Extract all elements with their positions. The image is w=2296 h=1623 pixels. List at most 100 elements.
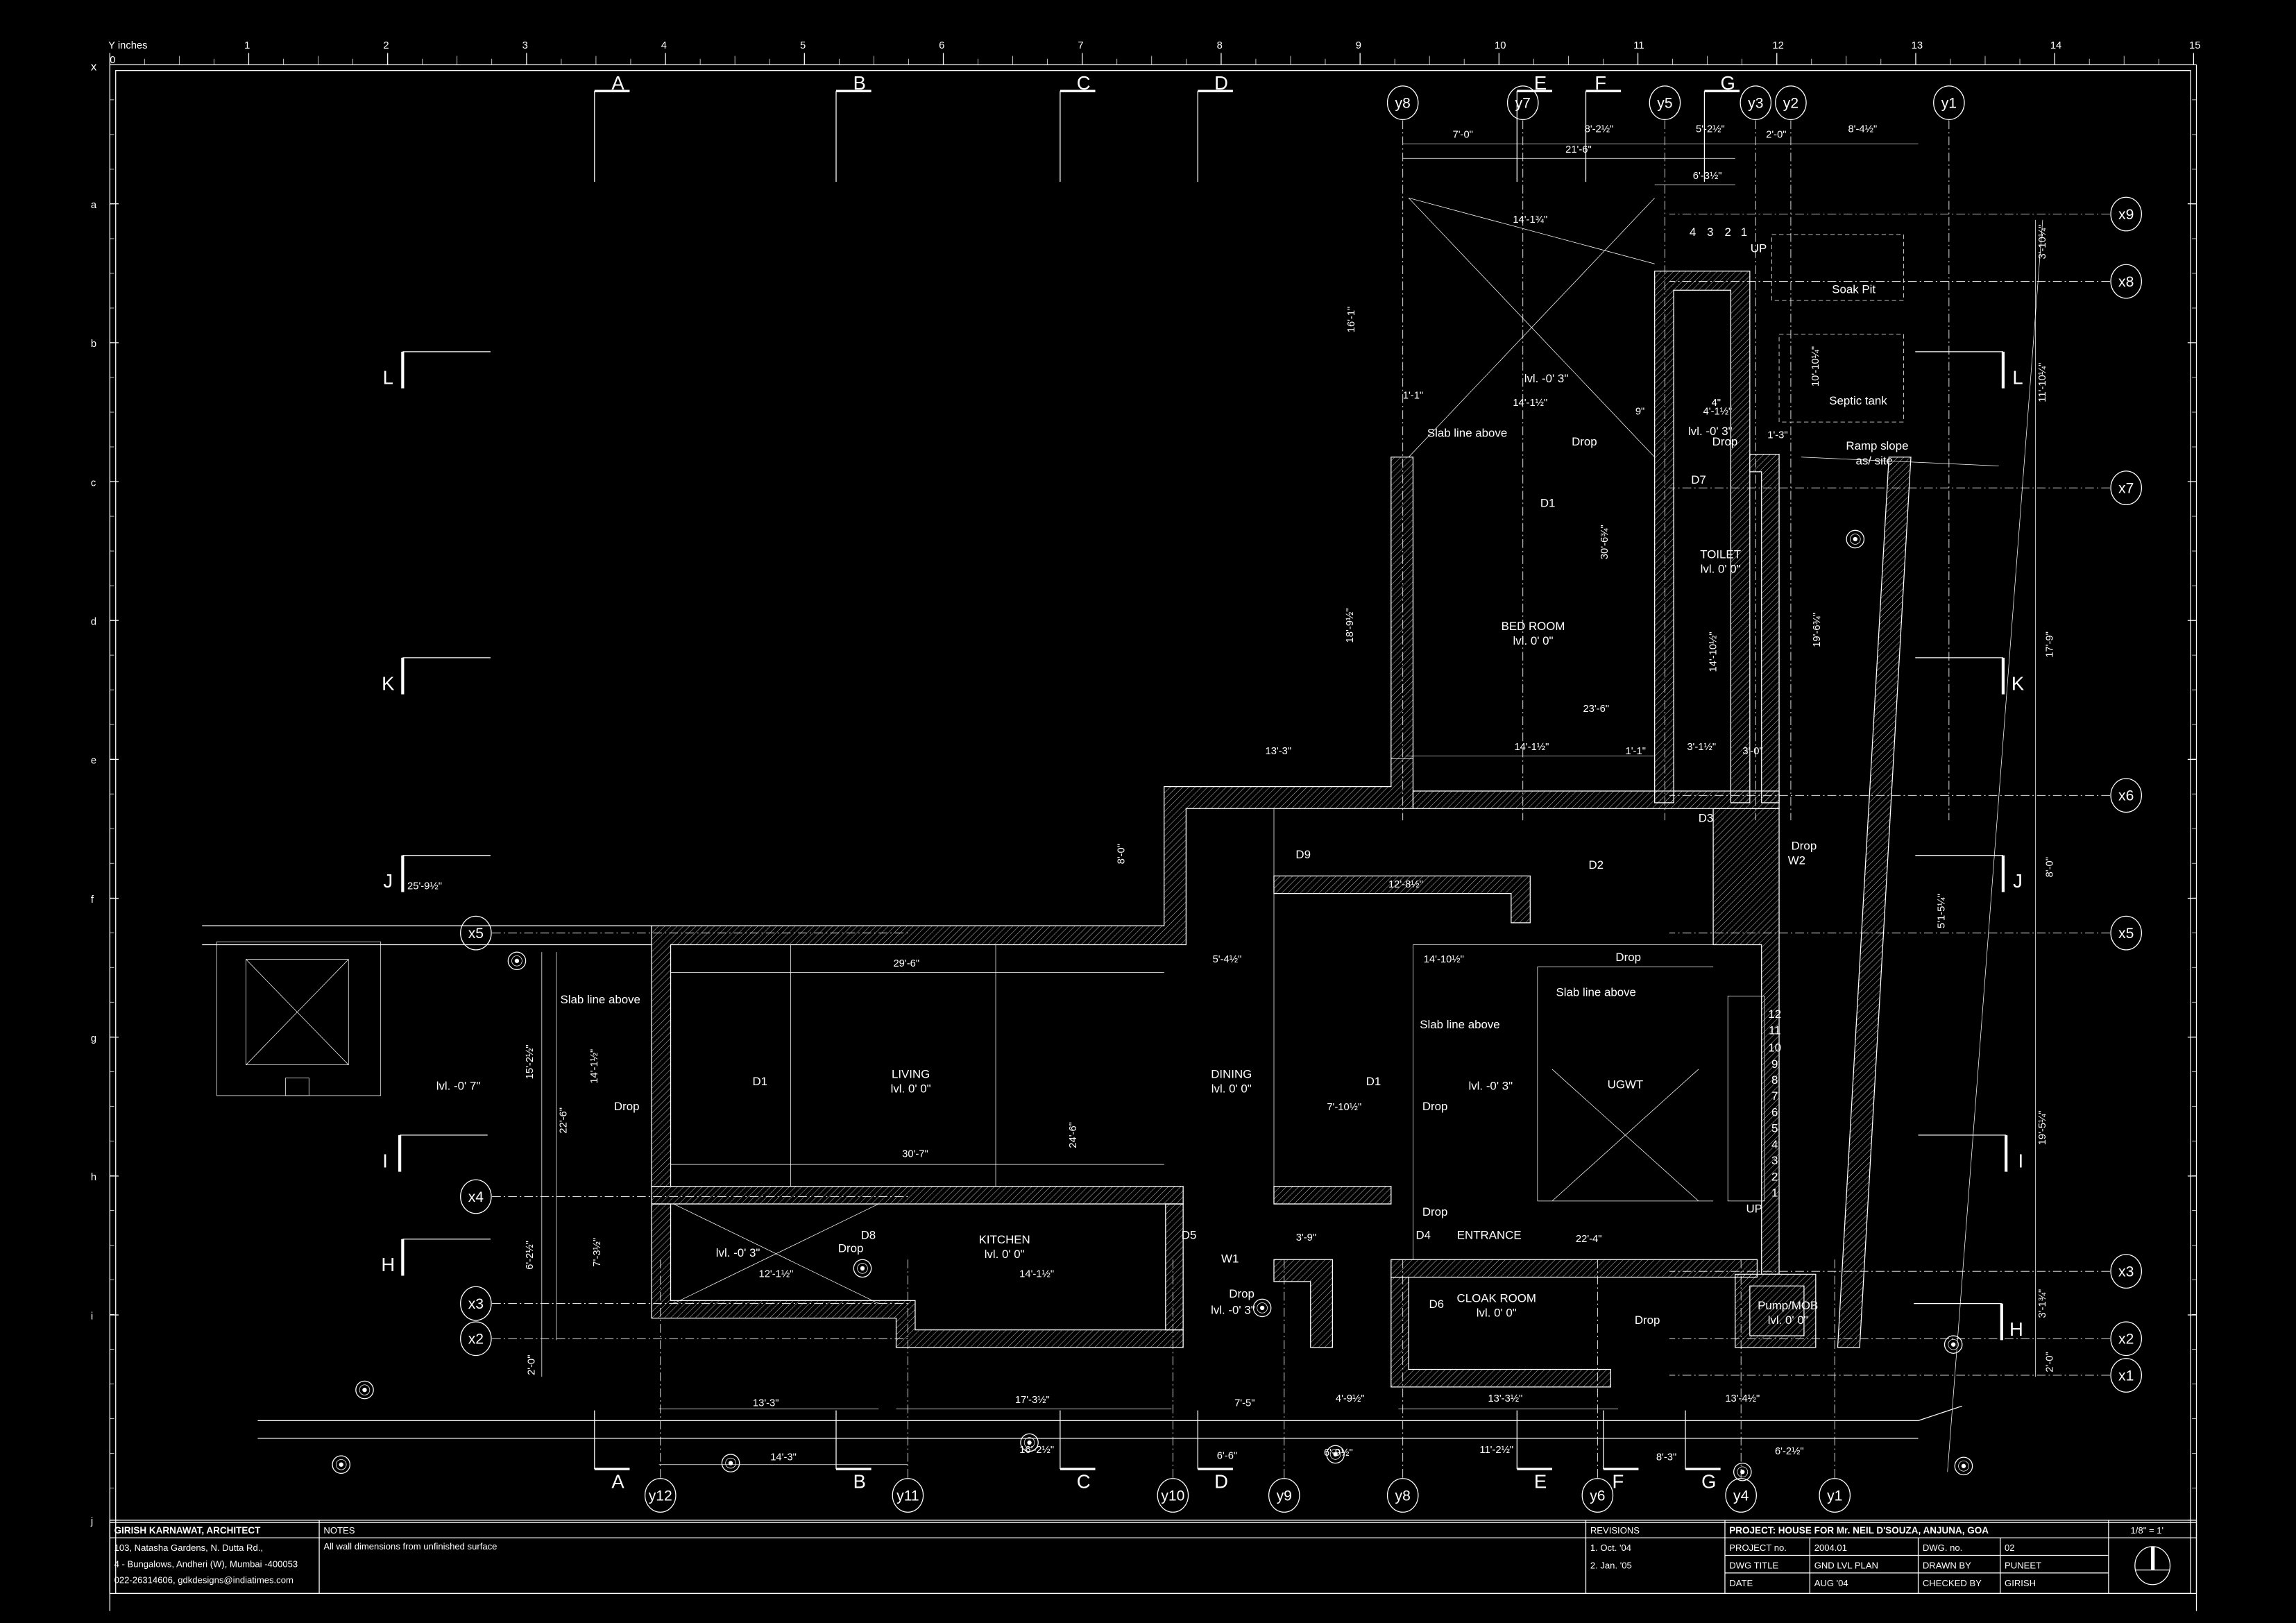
room-level: lvl. 0' 0" [1768,1314,1808,1327]
dimension-label: 6'-9½" [1324,1447,1353,1459]
grid-bubble-x6: x6 [2110,778,2142,813]
annotation-label: D4 [1415,1229,1431,1242]
grid-bubble-label: x3 [468,1296,484,1312]
elevation-marker-label: D [1214,1470,1228,1492]
grid-bubble-y1: y1 [1933,85,1965,121]
internal-lines [202,197,2043,1472]
elevation-marker-F: F [1585,72,1622,182]
elevation-marker-label: F [1613,1470,1624,1492]
section-marker-I: I [382,1135,488,1172]
annotation-label: lvl. -0' 3" [1524,372,1569,385]
section-marker-L: L [1915,351,2023,389]
grid-bubble-y5: y5 [1649,85,1681,121]
dimension-label: 13'-3½" [1488,1393,1522,1404]
elevation-marker-C: C [1060,1410,1096,1492]
section-marker-label: I [382,1150,388,1171]
dimension-label: 16'-2½" [1019,1445,1054,1456]
grid-bubble-x7: x7 [2110,470,2142,506]
annotation-label: 5 [1771,1122,1778,1135]
architect-name: GIRISH KARNAWAT, ARCHITECT [114,1525,262,1536]
grid-bubble-x2: x2 [2110,1321,2142,1357]
annotation-label: UP [1751,241,1767,255]
grid-bubble-x5: x5 [460,915,492,951]
grid-bubble-circle [2110,1321,2142,1357]
dimension-label: 4'-9½" [1336,1393,1365,1404]
ruler-tick-label: 4 [661,40,667,51]
annotation-label: Drop [1229,1287,1255,1300]
grid-bubble-label: x7 [2118,481,2134,497]
ruler-tick-label: g [91,1033,96,1044]
dimension-labels: 7'-0"8'-2½"5'-2½"2'-0"8'-4½"21'-6"6'-3½"… [407,124,2056,1465]
annotation-label: Slab line above [561,993,640,1006]
elevation-marker-label: B [853,72,866,94]
grid-bubble-label: x5 [468,926,484,942]
ruler-tick-label: h [91,1172,96,1183]
dimension-label: 13'-3" [753,1397,779,1409]
dimension-label: 1'-3" [1767,430,1787,441]
grid-bubble-y7: y7 [1506,85,1539,121]
elevation-marker-label: A [611,72,624,94]
ruler-tick-label: 14 [2050,40,2061,51]
dimension-label: 1'-1" [1626,746,1646,757]
dimension-label: 2'-0" [2045,1352,2056,1372]
annotation-label: 10 [1768,1042,1781,1055]
tree-icon [1733,1462,1752,1481]
elevation-marker-label: B [853,1470,866,1492]
grid-bubble-circle [1157,1478,1189,1513]
section-marker-I: I [1918,1135,2023,1172]
room-name: TOILET [1700,547,1741,561]
grid-bubble-y12: y12 [644,1478,677,1513]
annotation-label: D1 [1366,1075,1381,1088]
dimension-label: 14'-10½" [1708,631,1719,672]
dimension-label: 14'-10½" [1424,954,1464,965]
ruler-tick-label: i [91,1311,93,1322]
dimension-label: 6'-3½" [1693,171,1722,182]
elevation-marker-C: C [1060,72,1096,182]
ruler-tick-label: b [91,339,96,350]
annotation-label: UGWT [1608,1078,1644,1091]
grid-bubble-y6: y6 [1581,1478,1614,1513]
dimension-label: 10'-10¼" [1810,346,1821,386]
ruler-tick-label: e [91,756,96,767]
section-marker-label: H [2009,1318,2023,1340]
wall-cloak [1391,1276,1611,1388]
dimension-label: 25'-9½" [407,881,442,892]
annotation-label: W2 [1788,853,1805,867]
grid-bubble-circle [460,1179,492,1214]
dimension-label: 22'-4" [1576,1234,1602,1245]
tree-icon [355,1380,374,1400]
annotation-label: Soak Pit [1832,282,1876,296]
dimension-label: 2'-0" [1766,130,1786,141]
wall-pump [1735,1273,1817,1348]
elevation-marker-label: E [1534,1470,1547,1492]
ruler-tick-label: j [90,1516,93,1527]
dimension-label: 30'-7" [902,1149,928,1160]
dimension-label: 29'-6" [893,958,919,969]
grid-bubble-label: x2 [468,1332,484,1348]
annotation-label: D5 [1182,1229,1197,1242]
grid-lines [492,120,2110,1478]
ruler-tick-label: 3 [522,40,528,51]
dimension-label: 7'-3½" [592,1238,603,1267]
grid-bubble-y10: y10 [1157,1478,1189,1513]
dimension-label: 11'-10¼" [2037,363,2048,402]
dimension-label: 13'-4½" [1725,1393,1760,1404]
grid-bubble-circle [2110,470,2142,506]
dimension-label: 19'-5¼" [2037,1110,2048,1145]
room-level: lvl. 0' 0" [1513,634,1554,647]
grid-bubble-label: x3 [2118,1264,2134,1280]
tree-icon [853,1259,872,1278]
grid-bubble-y3: y3 [1740,85,1772,121]
grid-bubble-circle [1386,85,1419,121]
dimension-label: 4'-1½" [1703,407,1733,418]
annotation-label: D1 [752,1075,767,1088]
grid-bubble-circle [2110,1358,2142,1393]
room-name: LIVING [892,1068,930,1081]
annotation-label: Drop [1635,1314,1660,1327]
annotation-label: 1 [1771,1187,1778,1200]
grid-bubble-circle [1649,85,1681,121]
ruler-tick-label: 10 [1495,40,1506,51]
grid-bubble-label: y6 [1590,1488,1605,1504]
